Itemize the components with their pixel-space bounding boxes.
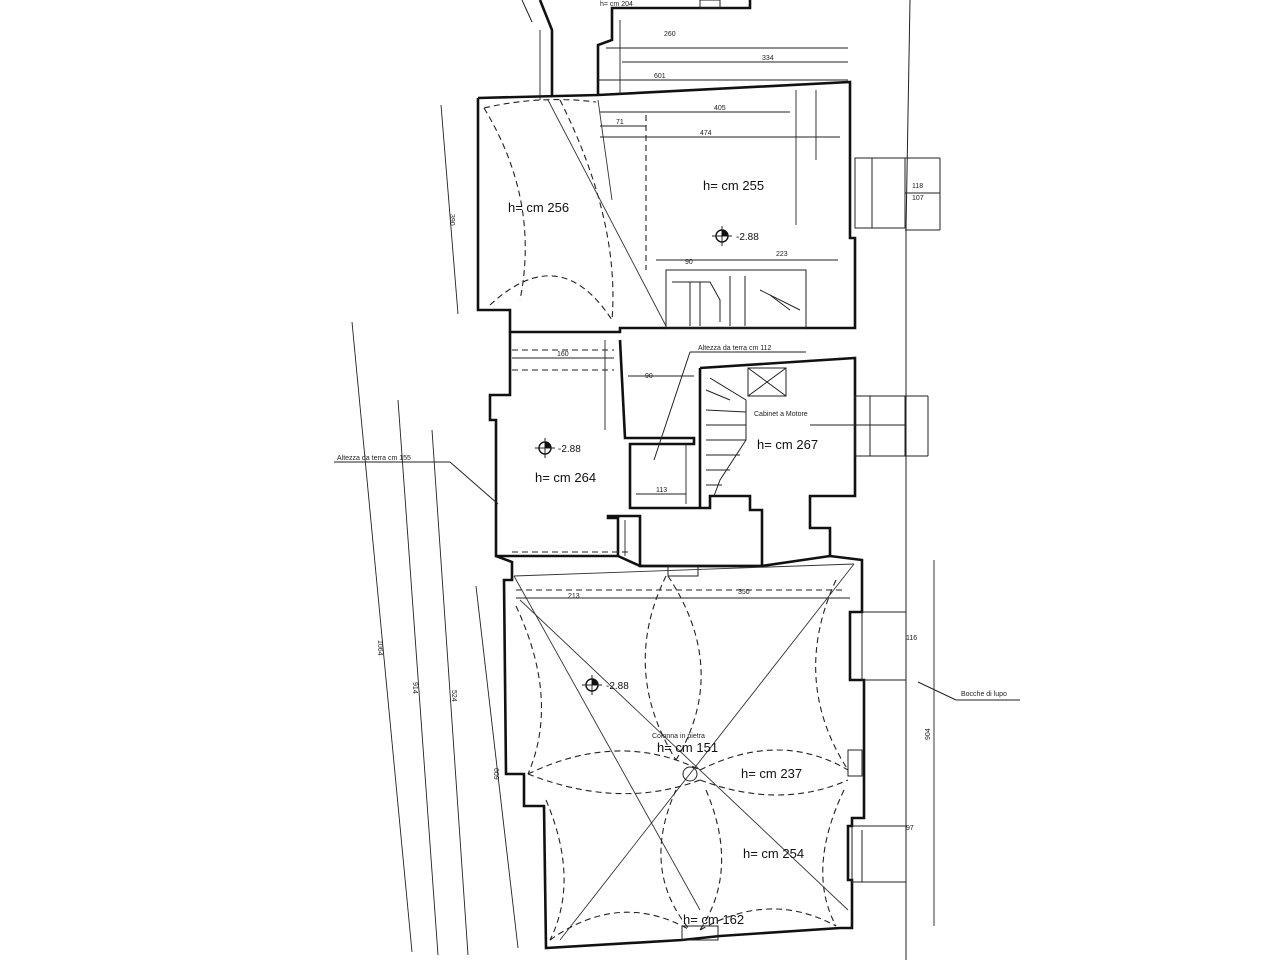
spiral-stair	[705, 367, 787, 497]
upper-right-room-height: h= cm 255	[703, 178, 764, 193]
level-marker-lower	[582, 675, 602, 695]
dim-334: 334	[762, 55, 774, 62]
middle-left-room	[512, 340, 694, 556]
lower-vault-height: h= cm 151	[657, 740, 718, 755]
upper-left-vault	[483, 99, 667, 327]
dim-223: 223	[776, 251, 788, 258]
lower-base-room-height: h= cm 162	[683, 912, 744, 927]
dim-213: 213	[568, 593, 580, 600]
dim-350: 350	[738, 589, 750, 596]
dim-390: 390	[448, 214, 455, 226]
upper-block-walls	[476, 80, 941, 334]
middle-level-value: -2.88	[558, 444, 581, 455]
level-marker-middle	[535, 438, 555, 458]
dim-601: 601	[654, 73, 666, 80]
external-dimensions	[351, 20, 935, 956]
upper-right-room	[600, 90, 840, 329]
column-note: Colonna in pietra	[652, 733, 705, 740]
dim-90-middle: 90	[645, 373, 653, 380]
dim-474: 474	[700, 130, 712, 137]
dim-107: 107	[912, 195, 924, 202]
stair-note: Cabinet a Motore	[754, 411, 808, 418]
dim-113: 113	[656, 487, 667, 494]
dim-524: 524	[450, 690, 457, 702]
middle-left-room-height: h= cm 264	[535, 470, 596, 485]
dim-405: 405	[714, 105, 726, 112]
dim-116: 116	[906, 635, 917, 642]
upper-left-room-height: h= cm 256	[508, 200, 569, 215]
dim-1064: 1064	[376, 640, 383, 656]
lower-right-room-height: h= cm 237	[741, 766, 802, 781]
dim-118: 118	[912, 183, 923, 190]
lower-block-walls	[495, 554, 907, 950]
dim-260: 260	[664, 31, 676, 38]
dim-160: 160	[557, 351, 569, 358]
leader-lines	[334, 351, 1020, 701]
level-marker-upper	[712, 226, 732, 246]
lower-bottom-room-height: h= cm 254	[743, 846, 804, 861]
upper-level-value: -2.88	[736, 232, 759, 243]
dim-904: 904	[925, 728, 932, 740]
top-entrance	[538, 0, 752, 95]
lower-vaults	[513, 563, 855, 941]
lower-level-value: -2.88	[606, 681, 629, 692]
dim-204: h= cm 204	[600, 1, 633, 8]
floor-height-155-note: Altezza da terra cm 155	[337, 455, 411, 462]
dim-914: 914	[411, 682, 418, 694]
floor-height-112-note: Altezza da terra cm 112	[698, 345, 772, 352]
dim-609: 609	[492, 768, 499, 780]
middle-right-room-height: h= cm 267	[757, 437, 818, 452]
dim-90-upper: 90	[685, 259, 693, 266]
dim-71: 71	[616, 119, 624, 126]
middle-block-walls	[488, 332, 929, 568]
dim-97: 97	[906, 825, 914, 832]
wolf-mouth-note: Bocche di lupo	[961, 691, 1007, 698]
